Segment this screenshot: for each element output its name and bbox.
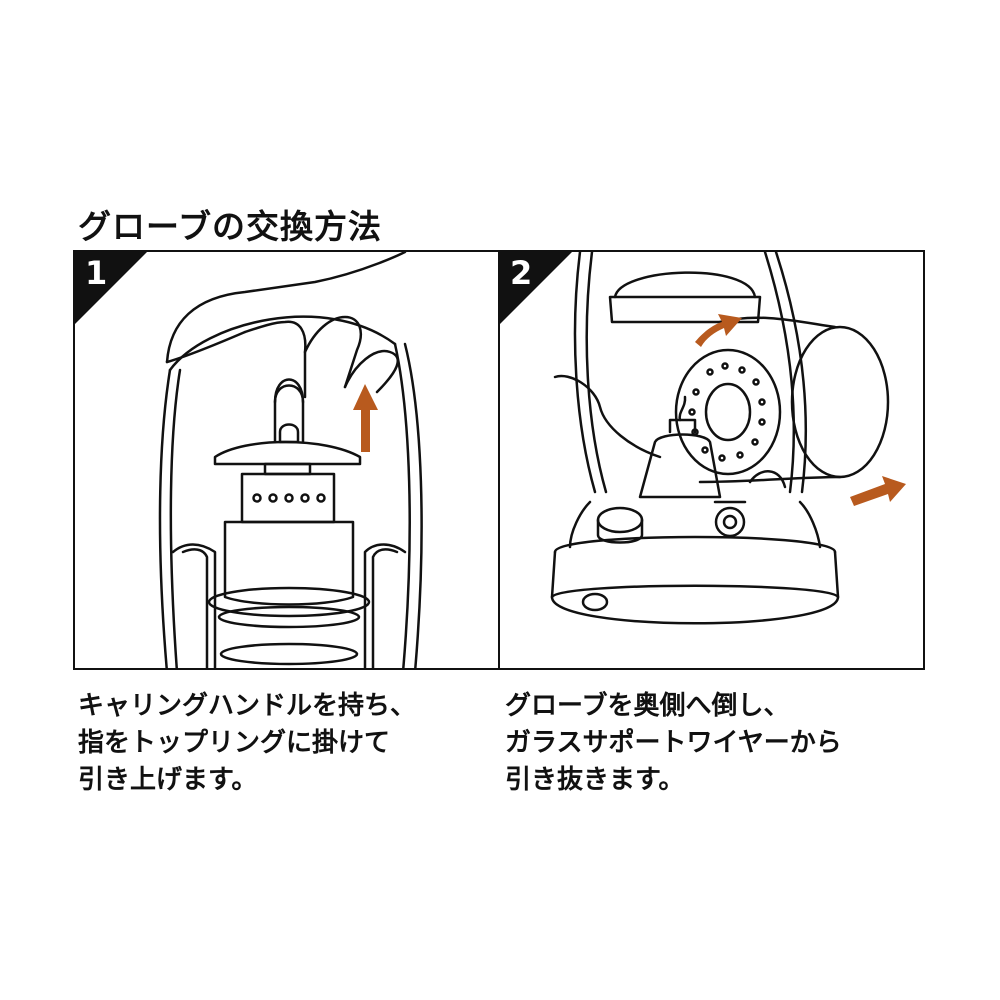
tilt-arrow-icon <box>695 314 906 506</box>
step-1-badge <box>75 252 147 324</box>
step-2-caption: グローブを奥側へ倒し、 ガラスサポートワイヤーから 引き抜きます。 <box>505 691 842 795</box>
step-1-illustration <box>75 252 423 668</box>
lift-up-arrow-icon <box>353 384 378 452</box>
step-1-panel: 1 <box>73 250 500 670</box>
page-title: グローブの交換方法 <box>78 207 383 246</box>
step-2-panel: 2 <box>498 250 925 670</box>
step-1-caption: キャリングハンドルを持ち、 指をトップリングに掛けて 引き上げます。 <box>78 691 417 795</box>
step-1-number: 1 <box>85 254 108 292</box>
step-2-illustration <box>500 252 906 625</box>
step-2-badge <box>500 252 572 324</box>
step-2-number: 2 <box>510 254 533 292</box>
